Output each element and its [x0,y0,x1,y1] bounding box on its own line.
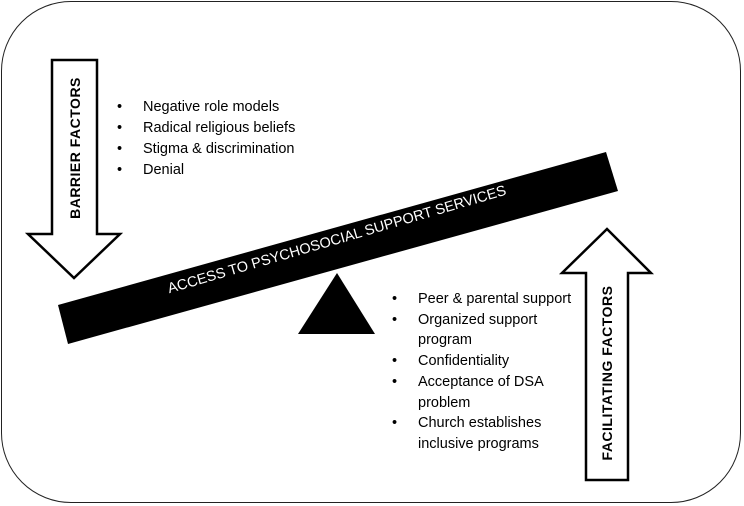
barrier-arrow [24,58,124,280]
facilitating-factors-label: FACILITATING FACTORS [599,285,615,461]
list-item: Stigma & discrimination [117,139,295,160]
facilitating-arrow [558,227,655,482]
list-item: Organized support program [392,310,578,351]
seesaw-beam [58,152,618,344]
list-item: Radical religious beliefs [117,118,295,139]
list-item: Confidentiality [392,351,578,372]
barrier-factors-label: BARRIER FACTORS [67,77,83,219]
facilitating-factors-list: Peer & parental support Organized suppor… [392,289,578,455]
fulcrum-triangle [298,273,375,334]
list-item: Peer & parental support [392,289,578,310]
list-item: Acceptance of DSA problem [392,372,578,413]
list-item: Negative role models [117,97,295,118]
list-item: Denial [117,160,295,181]
barrier-factors-list: Negative role models Radical religious b… [117,97,295,181]
list-item: Church establishes inclusive programs [392,413,578,454]
